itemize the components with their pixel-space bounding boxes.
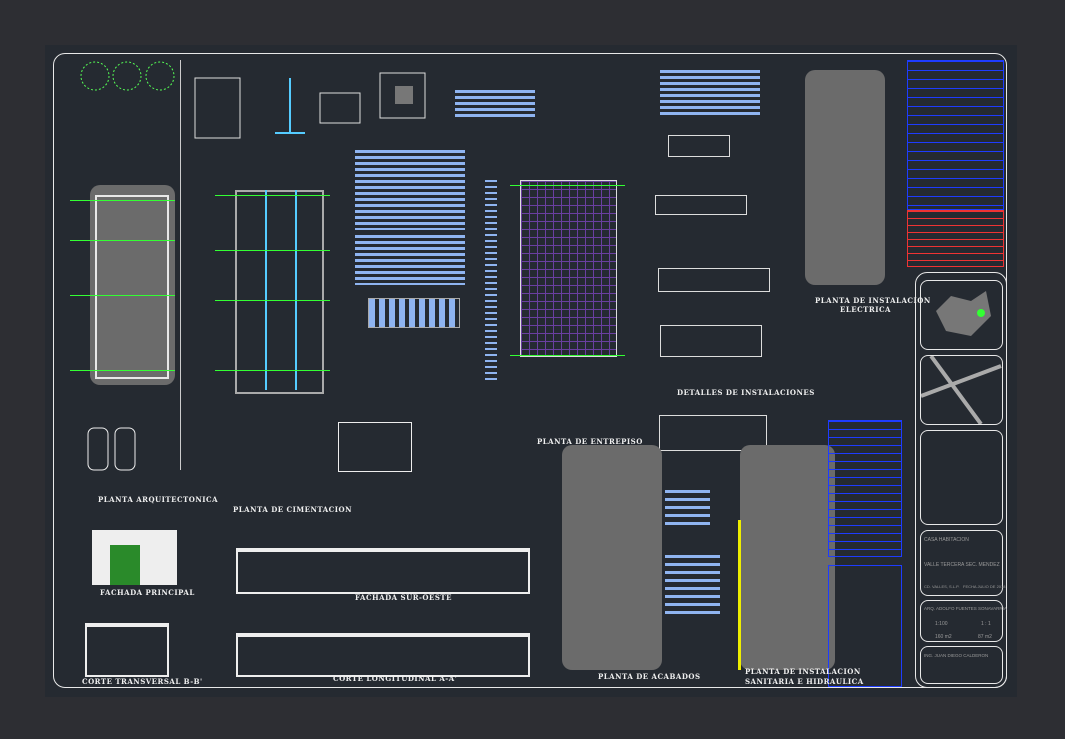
title-planta-sanitaria-1: PLANTA DE INSTALACION bbox=[745, 667, 861, 676]
site-plan bbox=[920, 354, 1003, 426]
title-corte-longitudinal: CORTE LONGITUDINAL A-A' bbox=[333, 674, 458, 683]
scale: 1:100 bbox=[935, 621, 948, 627]
designer-info: ARQ. ADOLFO FUENTES SONAVARRIA 1:100 1 :… bbox=[920, 600, 1007, 642]
reviewer-info: ING. JUAN DIEGO CALDERON bbox=[920, 646, 1003, 684]
title-detalles-instalaciones: DETALLES DE INSTALACIONES bbox=[677, 388, 815, 397]
title-planta-electrica-2: ELECTRICA bbox=[840, 305, 891, 314]
title-corte-transversal: CORTE TRANSVERSAL B-B' bbox=[82, 677, 203, 686]
title-planta-entrepiso: PLANTA DE ENTREPISO bbox=[537, 437, 643, 446]
electrical-legend bbox=[907, 60, 1004, 210]
project-info: CASA HABITACION VALLE TERCERA SEC. MENDE… bbox=[920, 530, 1006, 596]
foundation-details bbox=[194, 72, 426, 139]
project-city: CD. VALLES, S.L.P. bbox=[924, 584, 960, 589]
title-planta-arquitectonica: PLANTA ARQUITECTONICA bbox=[98, 495, 219, 504]
title-planta-acabados: PLANTA DE ACABADOS bbox=[598, 672, 701, 681]
title-block bbox=[915, 272, 1007, 688]
project-date: FECHA JULIO DE 2018 bbox=[963, 584, 1006, 589]
built-area: 87 m2 bbox=[978, 634, 992, 640]
title-planta-sanitaria-2: SANITARIA E HIDRAULICA bbox=[745, 677, 864, 686]
designer-name: ARQ. ADOLFO FUENTES SONAVARRIA bbox=[924, 606, 1007, 611]
map-icon bbox=[936, 291, 991, 336]
title-planta-electrica-1: PLANTA DE INSTALACION bbox=[815, 296, 931, 305]
lot-area: 160 m2 bbox=[935, 634, 952, 640]
reviewer-name: ING. JUAN DIEGO CALDERON bbox=[924, 653, 989, 658]
sheet-number: 1 : 1 bbox=[981, 621, 991, 627]
notes-box bbox=[920, 430, 1003, 525]
project-name: CASA HABITACION bbox=[924, 537, 969, 543]
title-planta-cimentacion: PLANTA DE CIMENTACION bbox=[233, 505, 352, 514]
title-fachada-principal: FACHADA PRINCIPAL bbox=[100, 588, 195, 597]
cars-icon bbox=[87, 427, 136, 471]
title-fachada-sur-oeste: FACHADA SUR-OESTE bbox=[355, 593, 452, 602]
location-map bbox=[920, 280, 1003, 350]
trees-icon bbox=[80, 61, 175, 91]
load-table bbox=[907, 210, 1004, 267]
project-address: VALLE TERCERA SEC. MENDEZ bbox=[924, 562, 1000, 568]
